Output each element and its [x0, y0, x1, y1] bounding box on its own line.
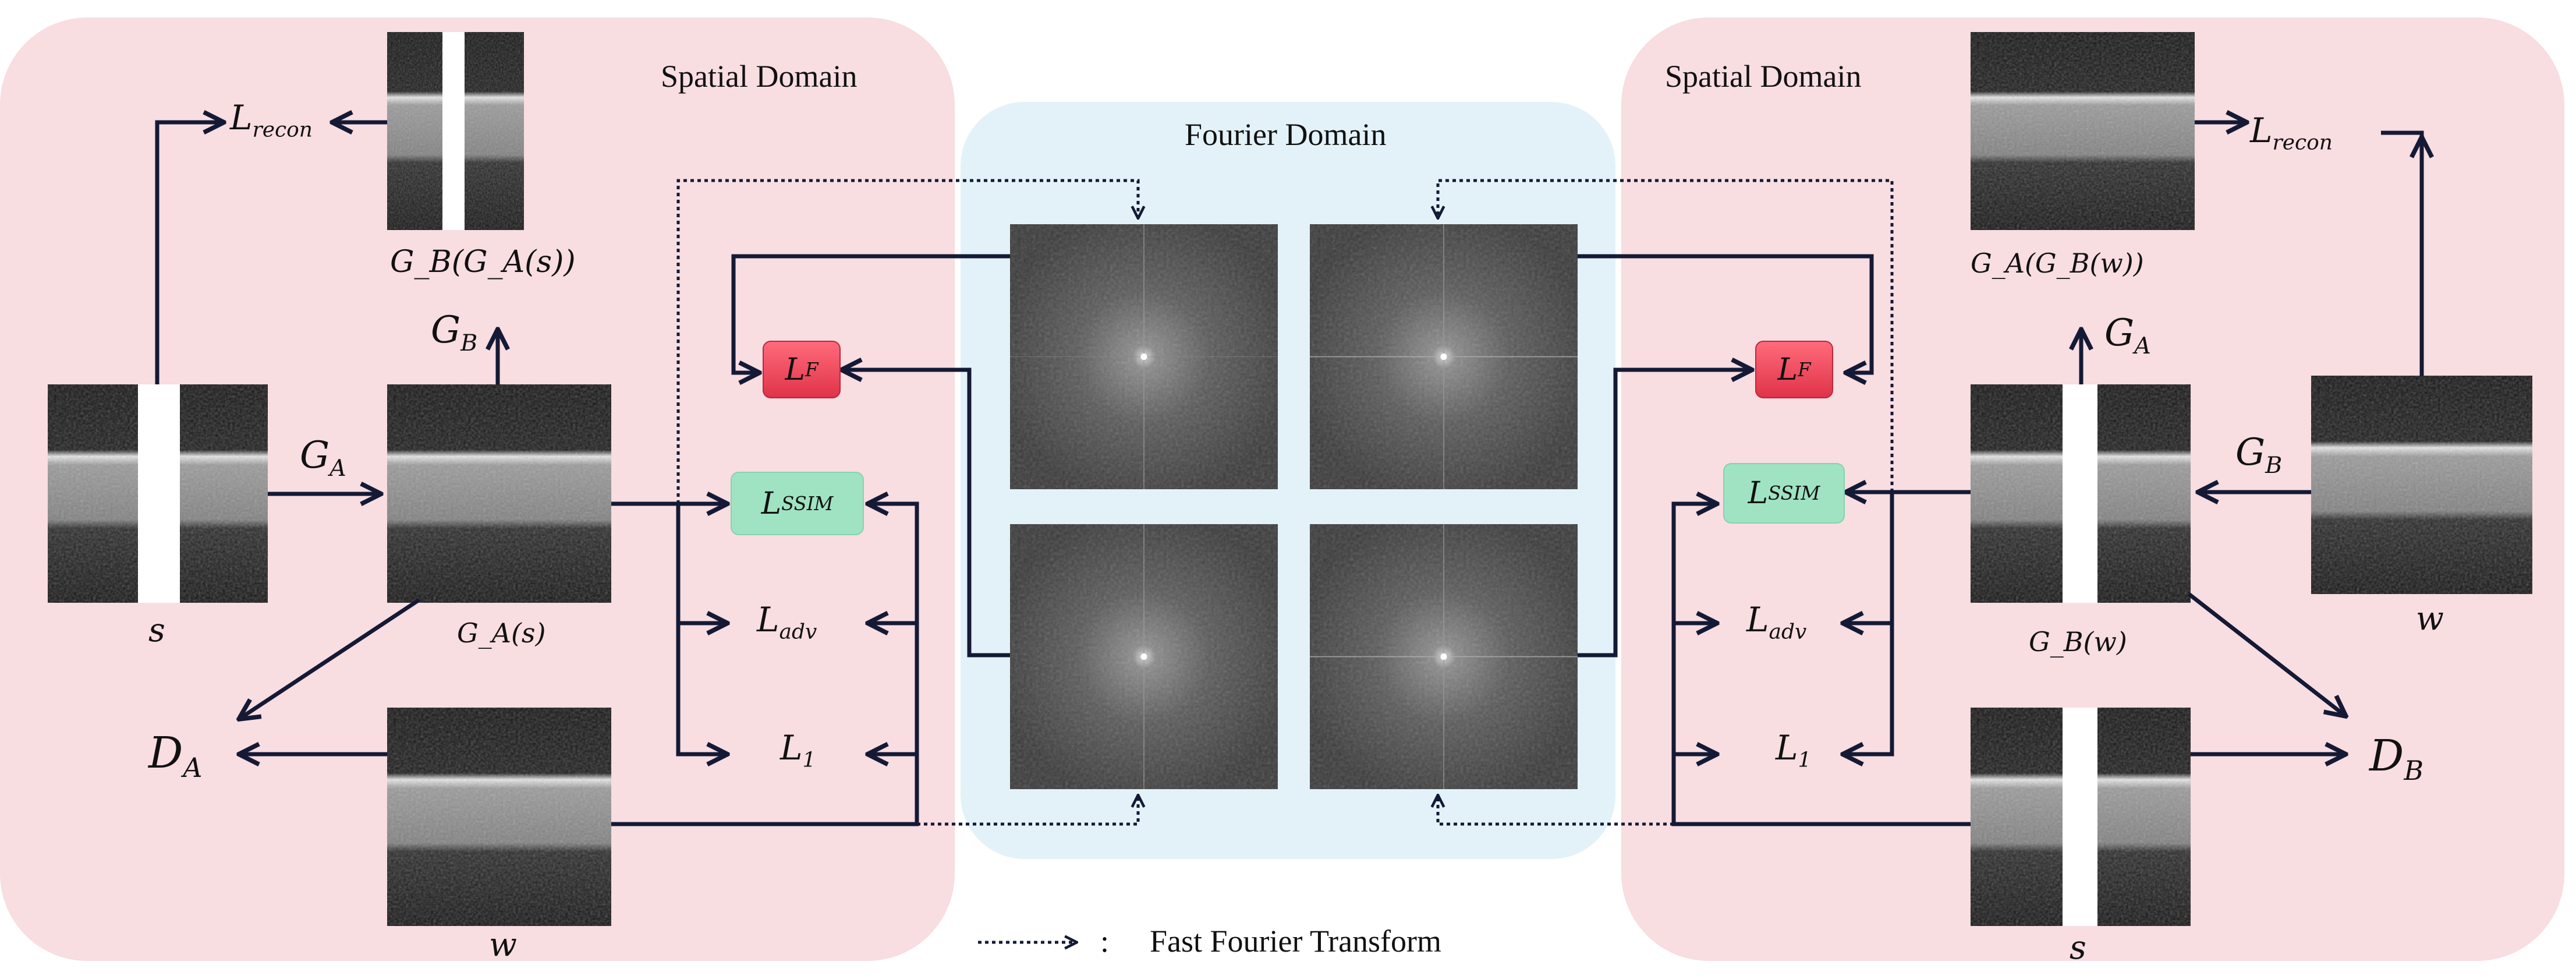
label-ga-s: G_A(s) — [457, 617, 546, 649]
label-l-recon-left: Lrecon — [230, 98, 313, 142]
wire-gas-to-losses — [611, 501, 728, 757]
oct-image-w-left — [387, 708, 611, 926]
fft-dotted-right-top — [1438, 179, 1894, 492]
legend-text: Fast Fourier Transform — [1150, 924, 1442, 959]
fft-spectrum-top-right — [1310, 224, 1578, 489]
arrow-w-to-lrecon-right — [2381, 130, 2424, 376]
fft-dotted-left-bottom — [917, 795, 1138, 826]
label-ga-gb-w: G_A(G_B(w)) — [1971, 248, 2144, 279]
arrow-gbw-to-db — [2187, 592, 2346, 716]
right-panel-title: Spatial Domain — [1665, 59, 1862, 94]
label-s-left: s — [148, 612, 165, 649]
arrow-s-to-lrecon — [155, 122, 224, 384]
label-gb-right: GB — [2235, 431, 2283, 479]
fft-spectrum-bottom-right — [1310, 524, 1578, 789]
label-l1-right: L1 — [1776, 728, 1812, 772]
fft-dotted-right-bottom — [1438, 795, 1674, 826]
wire-fft-tl-to-lf — [731, 254, 1010, 373]
label-db: DB — [2369, 731, 2424, 787]
legend-separator: : — [1100, 924, 1110, 959]
label-gb-left: GB — [431, 309, 478, 356]
fft-spectrum-bottom-left — [1010, 524, 1278, 789]
wire-w-to-right-losses — [611, 504, 919, 826]
oct-image-ga-s — [387, 384, 611, 603]
oct-image-s-left — [48, 384, 268, 603]
oct-image-s-right — [1971, 708, 2191, 926]
label-w-left: w — [489, 926, 517, 964]
oct-image-w-right — [2311, 376, 2532, 594]
label-l1-left: L1 — [780, 728, 816, 772]
wire-s-to-left-losses — [1671, 504, 1971, 826]
label-l-adv-left: Ladv — [757, 600, 817, 644]
left-panel-title: Spatial Domain — [661, 59, 858, 94]
label-l-adv-right: Ladv — [1746, 600, 1807, 644]
oct-image-ga-gb-w — [1971, 32, 2195, 230]
label-w-right: w — [2416, 600, 2444, 638]
label-gb-w: G_B(w) — [2029, 626, 2127, 658]
label-da: DA — [148, 728, 203, 784]
label-s-right: s — [2070, 929, 2086, 967]
arrow-gas-to-da — [239, 598, 420, 719]
label-ga-right: GA — [2104, 312, 2151, 359]
fft-dotted-left-top — [676, 179, 1138, 504]
wire-fft-bl-to-lf — [841, 370, 1010, 658]
fft-spectrum-top-left — [1010, 224, 1278, 489]
wire-fft-tr-to-lf — [1578, 254, 1874, 373]
wire-fft-br-to-lf — [1578, 370, 1752, 658]
oct-image-gb-w — [1971, 384, 2191, 603]
label-gb-ga-s: G_B(G_A(s)) — [390, 245, 576, 280]
fourier-panel-title: Fourier Domain — [1185, 117, 1387, 152]
label-l-recon-right: Lrecon — [2250, 111, 2333, 155]
label-ga-left: GA — [300, 434, 346, 482]
oct-image-gb-ga-s — [387, 32, 524, 230]
